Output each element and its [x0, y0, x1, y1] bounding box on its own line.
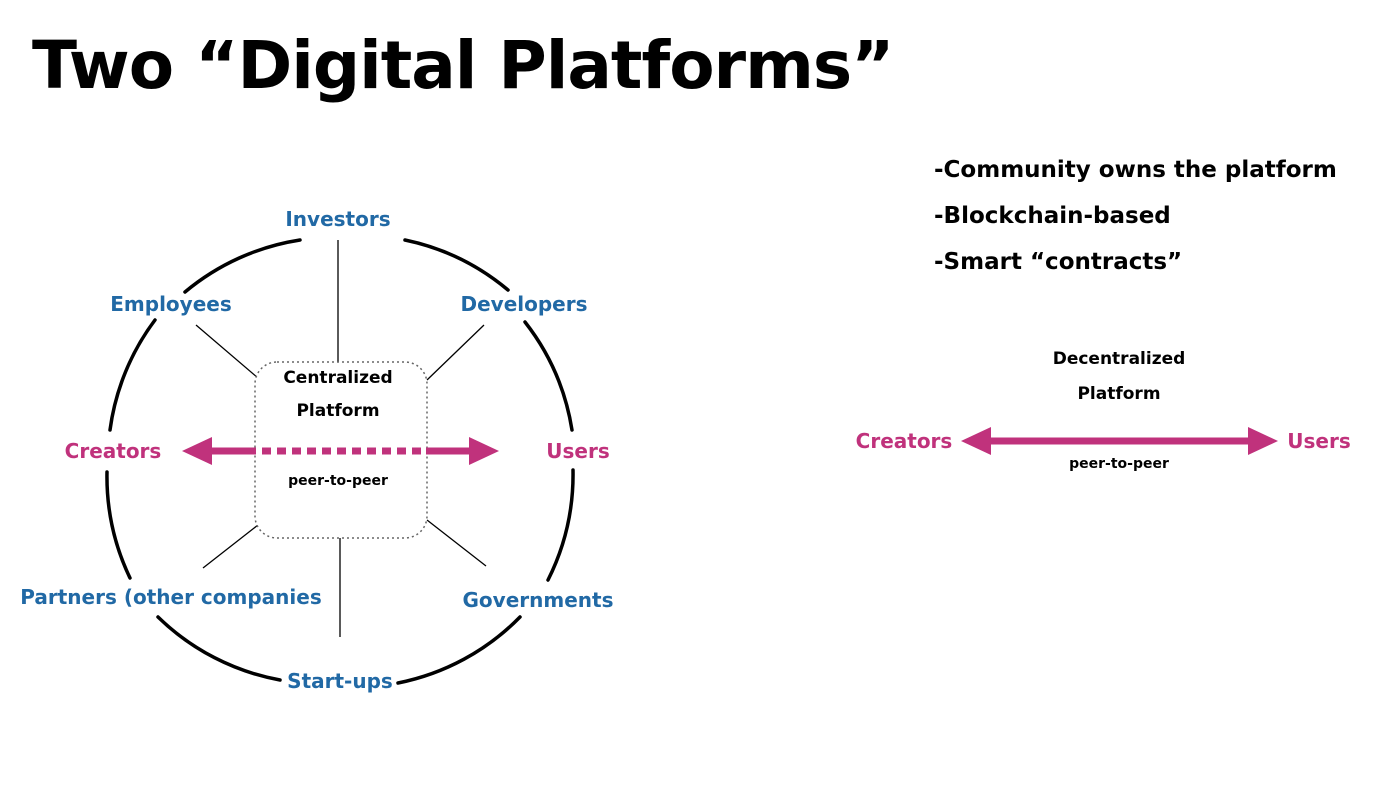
decentralized-peer-label: peer-to-peer — [1069, 456, 1169, 472]
decentralized-features-list: -Community owns the platform -Blockchain… — [934, 152, 1337, 290]
spoke-governments — [426, 519, 487, 567]
ring-arc-right-lower — [546, 468, 575, 582]
stakeholder-developers: Developers — [460, 292, 587, 316]
decentralized-platform-line1: Decentralized — [1053, 349, 1186, 369]
stakeholder-startups: Start-ups — [287, 669, 393, 693]
ecosystem-ring — [105, 238, 575, 685]
stakeholder-investors: Investors — [285, 207, 390, 231]
feature-smart-contracts: -Smart “contracts” — [934, 249, 1183, 275]
stakeholder-spokes — [195, 240, 487, 637]
ring-arc-bottom-left — [156, 615, 282, 682]
page-title: Two “Digital Platforms” — [32, 27, 895, 104]
spoke-partners — [202, 524, 259, 569]
decentralized-users-label: Users — [1287, 429, 1350, 453]
decentralized-creators-label: Creators — [856, 429, 953, 453]
spoke-employees — [195, 324, 259, 379]
ring-arc-top-right — [403, 238, 510, 292]
spoke-developers — [426, 324, 485, 381]
feature-community-owned: -Community owns the platform — [934, 157, 1337, 183]
decentralized-flow-arrow — [961, 427, 1278, 455]
centralized-platform-line2: Platform — [296, 401, 379, 421]
ring-arc-left-lower — [105, 470, 132, 580]
centralized-peer-label: peer-to-peer — [288, 473, 388, 489]
ring-arc-left-upper — [108, 318, 157, 432]
stakeholder-partners: Partners (other companies — [20, 585, 321, 609]
centralized-flow-arrow — [182, 437, 499, 465]
centralized-creators-label: Creators — [65, 439, 162, 463]
stakeholder-governments: Governments — [463, 588, 614, 612]
centralized-arrowhead-right — [469, 437, 499, 465]
decentralized-platform-line2: Platform — [1077, 384, 1160, 404]
stakeholder-employees: Employees — [110, 292, 231, 316]
ring-arc-bottom-right — [396, 615, 522, 685]
ring-arc-top-left — [183, 238, 302, 294]
feature-blockchain: -Blockchain-based — [934, 203, 1171, 229]
decentralized-arrowhead-right — [1248, 427, 1278, 455]
centralized-arrowhead-left — [182, 437, 212, 465]
ring-arc-right-upper — [523, 320, 574, 432]
centralized-users-label: Users — [546, 439, 609, 463]
decentralized-arrowhead-left — [961, 427, 991, 455]
centralized-platform-line1: Centralized — [283, 368, 392, 388]
